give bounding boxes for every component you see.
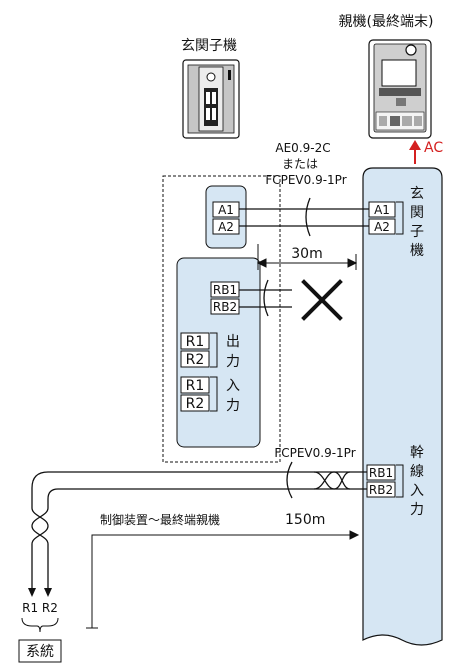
top-cable-line2: または (282, 157, 318, 171)
main-terminal-panel (362, 167, 443, 646)
system-label: 系統 (26, 644, 54, 660)
svg-text:玄: 玄 (410, 185, 424, 202)
top-cable-line1: AE0.9-2C (275, 141, 330, 155)
master-a1-terminal: A1 (374, 203, 390, 217)
control-device-box (162, 175, 281, 463)
svg-text:機: 機 (410, 243, 424, 259)
master-a2-terminal: A2 (374, 220, 390, 234)
input-r2-terminal: R2 (186, 396, 205, 412)
trunk-arrowheads (28, 588, 52, 597)
input-label-2: 力 (226, 398, 240, 414)
control-to-master-dimension (86, 530, 360, 629)
input-label-1: 入 (226, 378, 240, 394)
entrance-unit-icon (182, 59, 240, 139)
entrance-unit-label: 玄関子機 (181, 37, 237, 54)
door-cable-wires (239, 197, 369, 237)
svg-text:子: 子 (410, 224, 424, 240)
master-unit-icon (368, 39, 432, 139)
ac-label: AC (424, 140, 443, 156)
output-r2-terminal: R2 (186, 352, 205, 368)
door-a1-terminal: A1 (218, 203, 234, 217)
trunk-rb2-terminal: RB2 (369, 483, 393, 497)
master-unit-label: 親機(最終端末) (339, 14, 434, 30)
svg-text:関: 関 (410, 205, 424, 221)
control-to-master-label: 制御装置〜最終端親機 (100, 512, 220, 527)
trunk-rb1-terminal: RB1 (369, 466, 393, 480)
rb-distance-dimension (256, 244, 358, 270)
input-r1-terminal: R1 (186, 378, 205, 394)
rb1-terminal: RB1 (213, 283, 237, 297)
svg-text:幹: 幹 (410, 444, 424, 461)
trunk-cable-wires (31, 461, 367, 592)
entrance-vertical-label: 玄 関 子 機 (410, 185, 424, 259)
rb2-terminal: RB2 (213, 300, 237, 314)
top-cable-line3: FCPEV0.9-1Pr (265, 173, 346, 187)
system-brace (21, 617, 59, 633)
not-allowed-cross-icon (301, 279, 343, 321)
system-r-labels: R1 R2 (22, 601, 58, 615)
svg-text:入: 入 (410, 483, 424, 499)
svg-text:力: 力 (410, 502, 424, 518)
system-box (18, 639, 62, 663)
ac-arrow: AC (409, 140, 443, 164)
trunk-input-vertical-label: 幹 線 入 力 (410, 444, 424, 518)
trunk-cable-label: FCPEV0.9-1Pr (274, 446, 355, 460)
rb-distance-label: 30m (291, 246, 322, 262)
svg-text:線: 線 (410, 464, 424, 480)
door-a2-terminal: A2 (218, 220, 234, 234)
output-r1-terminal: R1 (186, 334, 205, 350)
output-label-1: 出 (226, 334, 240, 350)
control-to-master-value: 150m (285, 512, 325, 528)
rb-cable-wires (239, 279, 292, 317)
output-label-2: 力 (226, 354, 240, 370)
